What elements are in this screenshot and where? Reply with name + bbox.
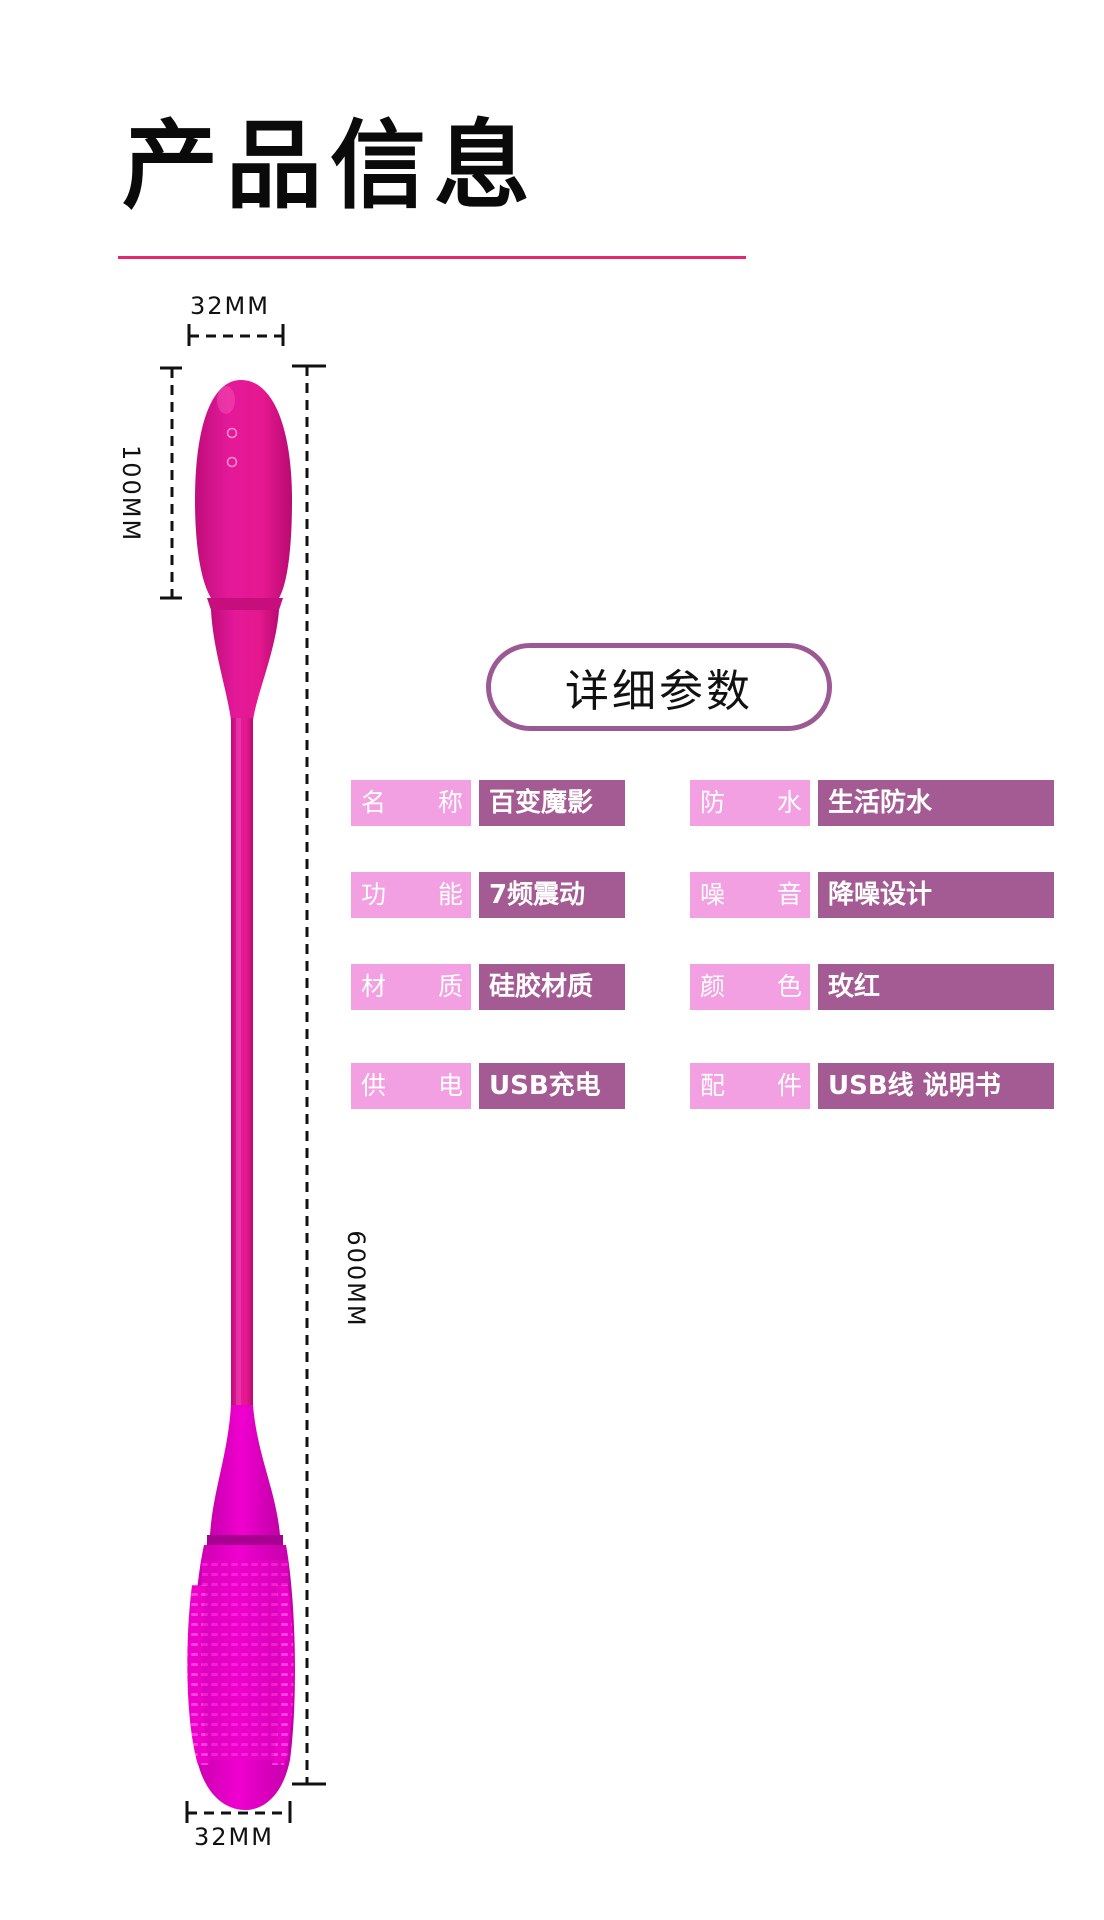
spec-label: 材 质 : [351, 964, 471, 1010]
spec-value: USB线 说明书 [818, 1063, 1054, 1109]
spec-row-function: 功 能 : 7频震动 [351, 872, 625, 918]
spec-row-name: 名 称 : 百变魔影 [351, 780, 625, 826]
button-icon [226, 456, 238, 468]
dimension-total-length: 600MM [342, 1230, 370, 1328]
spec-value: 硅胶材质 [479, 964, 625, 1010]
product-neck-upper [211, 610, 279, 720]
spec-row-material: 材 质 : 硅胶材质 [351, 964, 625, 1010]
dimension-head-length: 100MM [117, 445, 145, 543]
spec-value: 降噪设计 [818, 872, 1054, 918]
spec-value: 生活防水 [818, 780, 1054, 826]
spec-label: 供 电 : [351, 1063, 471, 1109]
spec-row-waterproof: 防 水 : 生活防水 [690, 780, 1054, 826]
button-icon [226, 427, 238, 439]
spec-value: USB充电 [479, 1063, 625, 1109]
dimension-line-bottom-width [185, 1801, 292, 1823]
spec-value: 7频震动 [479, 872, 625, 918]
spec-value: 玫红 [818, 964, 1054, 1010]
spec-label: 配 件 : [690, 1063, 810, 1109]
product-bristles [187, 1585, 210, 1765]
dimension-line-head-length [160, 366, 182, 600]
product-illustration [160, 324, 326, 1823]
product-rod [231, 718, 253, 1408]
spec-label: 噪 音 : [690, 872, 810, 918]
product-head [195, 380, 292, 598]
spec-label: 名 称 : [351, 780, 471, 826]
spec-row-noise: 噪 音 : 降噪设计 [690, 872, 1054, 918]
params-title-badge: 详细参数 [486, 643, 832, 731]
spec-label: 功 能 : [351, 872, 471, 918]
product-neck-lower [210, 1405, 280, 1535]
page-title: 产品信息 [122, 110, 538, 222]
params-title: 详细参数 [565, 666, 753, 717]
spec-value: 百变魔影 [479, 780, 625, 826]
spec-row-color: 颜 色 : 玫红 [690, 964, 1054, 1010]
spec-row-power: 供 电 : USB充电 [351, 1063, 625, 1109]
dimension-top-width: 32MM [190, 292, 270, 320]
spec-label: 颜 色 : [690, 964, 810, 1010]
spec-row-accessories: 配 件 : USB线 说明书 [690, 1063, 1054, 1109]
dimension-line-top-width [187, 324, 285, 346]
dimension-bottom-width: 32MM [194, 1823, 274, 1851]
dimension-line-total-length [292, 364, 326, 1786]
spec-label: 防 水 : [690, 780, 810, 826]
title-divider [118, 256, 746, 259]
